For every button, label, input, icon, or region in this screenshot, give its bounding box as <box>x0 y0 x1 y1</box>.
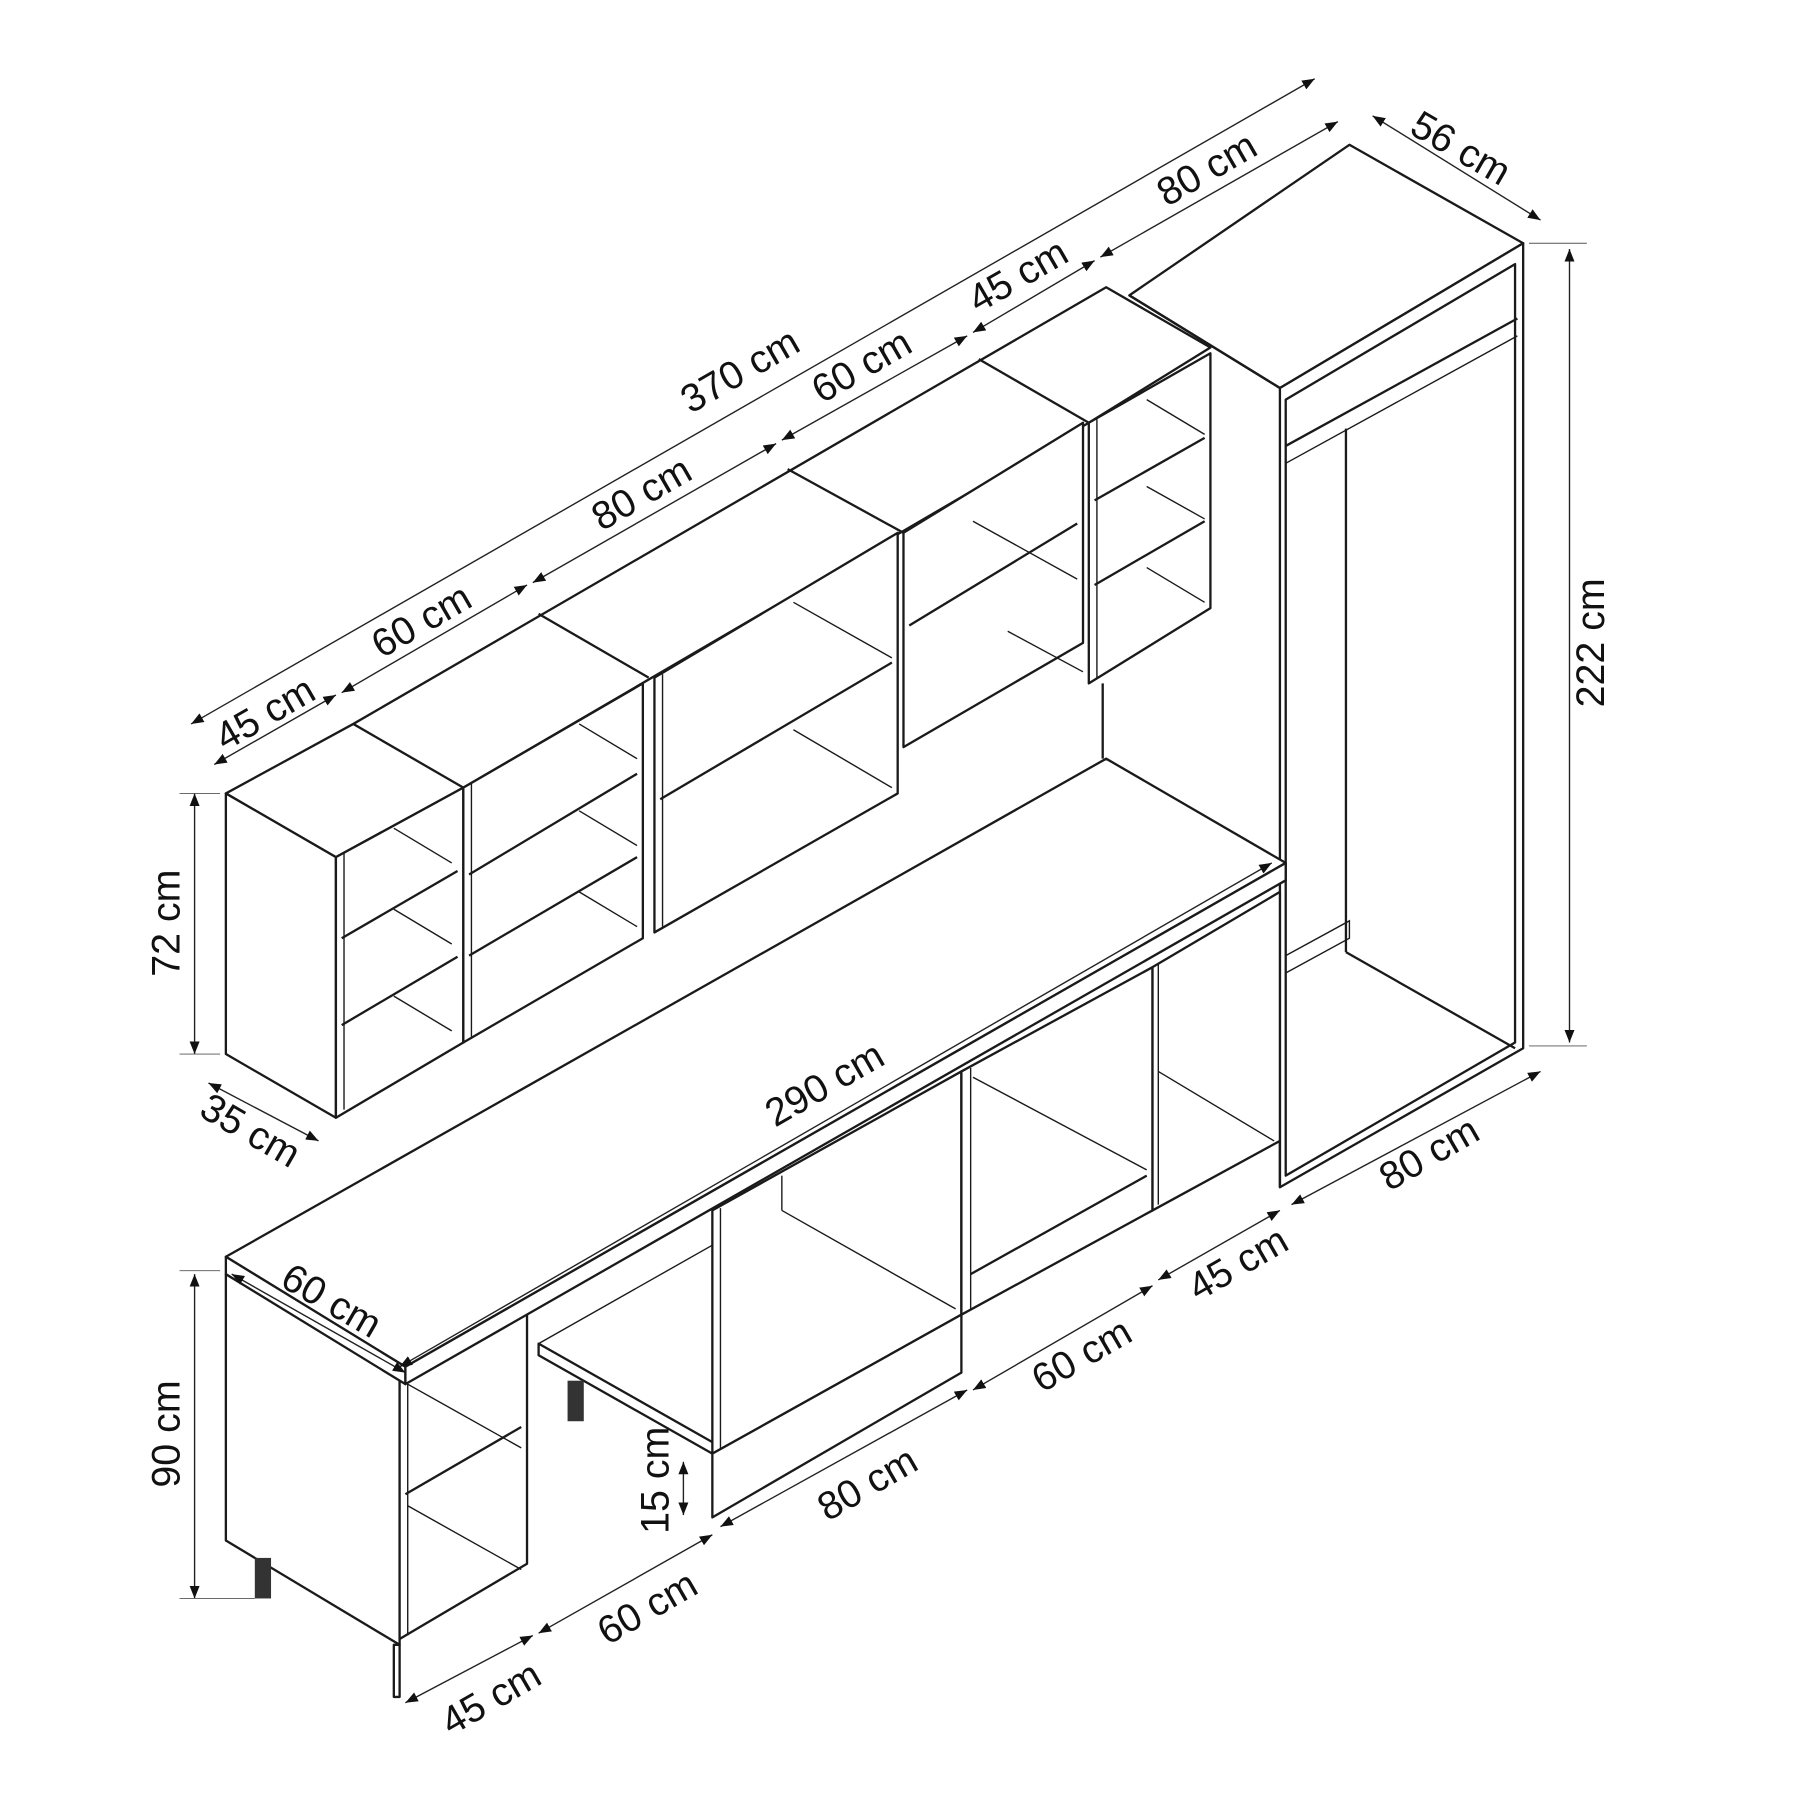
leg-icon <box>254 1557 272 1599</box>
base-width-4-label: 60 cm <box>1024 1309 1139 1401</box>
tall-height-label: 222 cm <box>1569 578 1613 707</box>
base-width-5-label: 45 cm <box>1181 1218 1296 1310</box>
leg-icon <box>567 1380 584 1422</box>
upper-width-3-label: 80 cm <box>584 448 699 540</box>
base-width-2-label: 60 cm <box>590 1562 705 1654</box>
upper-width-2-label: 60 cm <box>364 575 479 667</box>
upper-width-5-label: 45 cm <box>961 230 1076 322</box>
tall-width-top-label: 80 cm <box>1149 123 1264 215</box>
base-height-label: 90 cm <box>145 1380 189 1487</box>
plinth-height-label: 15 cm <box>633 1427 677 1534</box>
upper-depth-label: 35 cm <box>193 1085 308 1177</box>
upper-width-4-label: 60 cm <box>804 320 919 412</box>
upper-height-label: 72 cm <box>145 870 189 977</box>
base-width-1-label: 45 cm <box>434 1652 549 1744</box>
dimension-lines <box>179 78 1587 1704</box>
upper-total-width-label: 370 cm <box>673 319 807 422</box>
tall-depth-label: 56 cm <box>1403 102 1518 194</box>
